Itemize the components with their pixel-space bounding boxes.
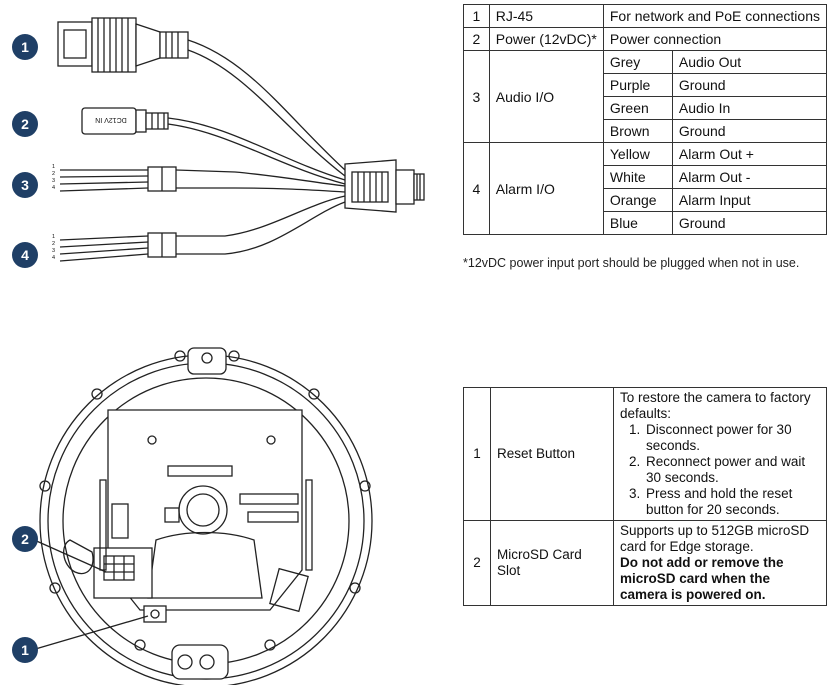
- connector-name: RJ-45: [488, 4, 604, 28]
- wire-color: Purple: [602, 73, 673, 97]
- reset-steps: Disconnect power for 30 seconds. Reconne…: [620, 422, 820, 518]
- table-row: White Alarm Out -: [464, 165, 828, 189]
- table-row: 2 Power (12vDC)* Power connection: [463, 27, 828, 51]
- wire-color: Yellow: [602, 142, 673, 166]
- wire-number: 4: [52, 185, 56, 191]
- cable-diagram: [57, 17, 425, 262]
- power-jack-label: DC12V IN: [95, 116, 127, 123]
- wire-function: Alarm Input: [671, 188, 828, 212]
- feature-desc: To restore the camera to factory default…: [613, 387, 827, 521]
- audio-wire-numbers: 1 2 3 4: [52, 164, 55, 192]
- wire-number: 1: [52, 164, 56, 170]
- callout-alarm: 4: [12, 242, 38, 268]
- wire-number: 3: [52, 178, 56, 184]
- reset-step: Disconnect power for 30 seconds.: [644, 422, 820, 454]
- microsd-warning: Do not add or remove the microSD card wh…: [620, 555, 784, 602]
- table-row: 1 Reset Button To restore the camera to …: [463, 387, 827, 521]
- wire-number: 4: [52, 255, 56, 261]
- wire-function: Audio In: [671, 96, 828, 120]
- callout-reset: 1: [12, 637, 38, 663]
- wire-function: Ground: [671, 73, 828, 97]
- connector-name: Power (12vDC)*: [488, 27, 604, 51]
- wire-color: Brown: [602, 119, 673, 143]
- reset-step: Reconnect power and wait 30 seconds.: [644, 454, 820, 486]
- wire-function: Ground: [671, 119, 828, 143]
- row-number: 2: [463, 520, 491, 606]
- wire-function: Audio Out: [671, 50, 828, 74]
- row-number: 1: [463, 4, 490, 28]
- power-footnote: *12vDC power input port should be plugge…: [463, 256, 800, 270]
- wire-color: Blue: [602, 211, 673, 235]
- connector-name: Audio I/O: [488, 50, 604, 143]
- table-row: Blue Ground: [464, 211, 828, 235]
- row-number: 4: [463, 142, 490, 235]
- callout-audio: 3: [12, 172, 38, 198]
- connector-desc: Power connection: [602, 27, 828, 51]
- dome-diagram: [31, 347, 373, 685]
- wire-color: Grey: [602, 50, 673, 74]
- connector-desc: For network and PoE connections: [602, 4, 828, 28]
- table-row: Green Audio In: [464, 96, 828, 120]
- table-row: 2 MicroSD Card Slot Supports up to 512GB…: [463, 520, 827, 606]
- row-number: 2: [463, 27, 490, 51]
- wire-function: Alarm Out -: [671, 165, 828, 189]
- feature-name: MicroSD Card Slot: [490, 520, 614, 606]
- wire-function: Ground: [671, 211, 828, 235]
- wire-number: 2: [52, 241, 56, 247]
- wire-function: Alarm Out +: [671, 142, 828, 166]
- callout-rj45: 1: [12, 34, 38, 60]
- table-row: Orange Alarm Input: [464, 188, 828, 212]
- microsd-desc: Supports up to 512GB microSD card for Ed…: [620, 523, 810, 554]
- wire-color: White: [602, 165, 673, 189]
- dome-table: 1 Reset Button To restore the camera to …: [463, 387, 827, 606]
- wire-number: 3: [52, 248, 56, 254]
- callout-power: 2: [12, 111, 38, 137]
- table-row: 1 RJ-45 For network and PoE connections: [463, 4, 828, 28]
- callout-microsd: 2: [12, 526, 38, 552]
- feature-name: Reset Button: [490, 387, 614, 521]
- cable-table: 1 RJ-45 For network and PoE connections …: [463, 4, 828, 235]
- alarm-wire-numbers: 1 2 3 4: [52, 234, 55, 262]
- reset-intro: To restore the camera to factory default…: [620, 390, 811, 421]
- row-number: 1: [463, 387, 491, 521]
- wire-color: Orange: [602, 188, 673, 212]
- reset-step: Press and hold the reset button for 20 s…: [644, 486, 820, 518]
- table-row: 3 Audio I/O Grey Audio Out: [463, 50, 828, 143]
- wire-number: 2: [52, 171, 56, 177]
- wire-color: Green: [602, 96, 673, 120]
- row-number: 3: [463, 50, 490, 143]
- connector-name: Alarm I/O: [488, 142, 604, 235]
- table-row: 4 Alarm I/O Yellow Alarm Out +: [463, 142, 828, 235]
- wire-number: 1: [52, 234, 56, 240]
- feature-desc: Supports up to 512GB microSD card for Ed…: [613, 520, 827, 606]
